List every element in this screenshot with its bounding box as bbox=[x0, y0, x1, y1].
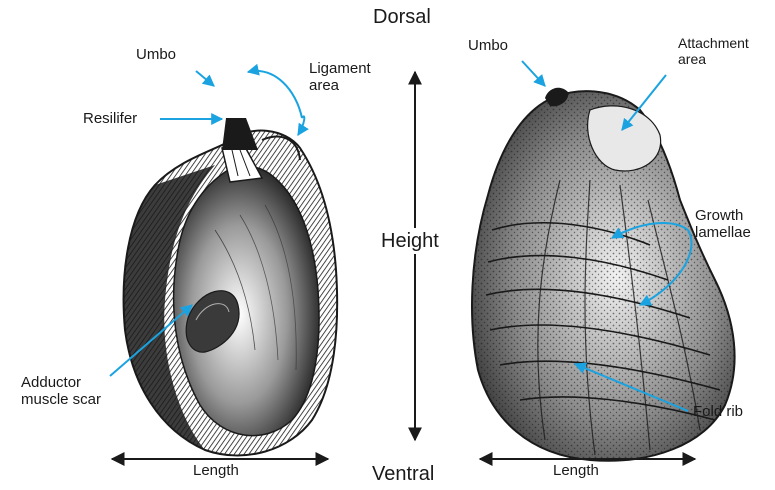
ventral-label: Ventral bbox=[372, 463, 434, 485]
ligament-area-line-1: Ligament bbox=[309, 60, 371, 77]
ligament-area-label: Ligament area bbox=[309, 60, 371, 94]
callout-right-umbo bbox=[522, 61, 545, 86]
adductor-muscle-scar-label: Adductor muscle scar bbox=[21, 374, 101, 408]
callout-ligament-area-b bbox=[298, 116, 304, 135]
fold-rib-label: Fold rib bbox=[693, 403, 743, 420]
dorsal-label: Dorsal bbox=[373, 6, 431, 28]
left-length-label: Length bbox=[193, 462, 239, 479]
attachment-area-label: Attachment area bbox=[678, 35, 749, 67]
right-length-label: Length bbox=[553, 462, 599, 479]
callout-ligament-area-a bbox=[248, 71, 302, 118]
left-shell-illustration bbox=[124, 118, 338, 455]
growth-line-1: Growth bbox=[695, 207, 751, 224]
growth-lamellae-label: Growth lamellae bbox=[695, 207, 751, 241]
right-umbo-label: Umbo bbox=[468, 37, 508, 54]
growth-line-2: lamellae bbox=[695, 224, 751, 241]
adductor-line-2: muscle scar bbox=[21, 391, 101, 408]
adductor-line-1: Adductor bbox=[21, 374, 101, 391]
callout-left-umbo bbox=[196, 71, 214, 86]
resilifer-label: Resilifer bbox=[83, 110, 137, 127]
left-umbo-label: Umbo bbox=[136, 46, 176, 63]
attachment-line-2: area bbox=[678, 51, 749, 67]
ligament-area-line-2: area bbox=[309, 77, 371, 94]
attachment-line-1: Attachment bbox=[678, 35, 749, 51]
height-label: Height bbox=[381, 228, 439, 254]
